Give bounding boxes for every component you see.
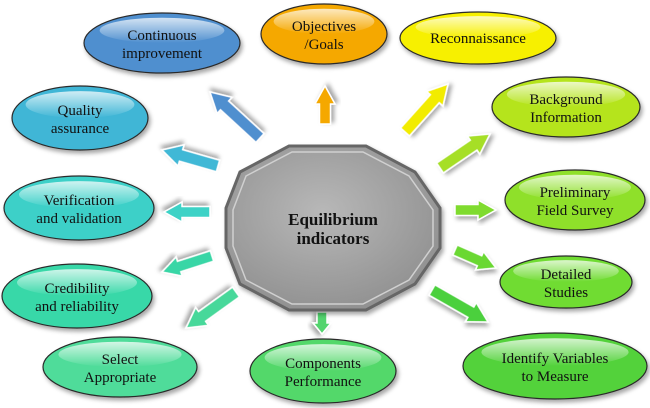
arrow-to-select-appropriate-shape (184, 286, 241, 329)
node-verification-validation: Verification and validation (3, 175, 155, 241)
node-background-information-label-line1: Background (529, 92, 603, 108)
arrow-to-background-information-shape (435, 133, 492, 175)
node-quality-assurance-gloss (25, 91, 135, 118)
arrow-to-credibility-reliability-shape (160, 249, 215, 278)
node-quality-assurance-label-line2: assurance (51, 121, 110, 137)
node-identify-variables-gloss (481, 338, 629, 367)
node-reconnaissance-label-line1: Reconnaissance (430, 31, 526, 47)
node-preliminary-field-survey-label-line1: Preliminary (540, 185, 611, 201)
node-components-performance-label-line1: Components (285, 356, 361, 372)
arrow-to-detailed-studies (451, 243, 498, 271)
node-verification-validation-label-line1: Verification (44, 193, 115, 209)
node-select-appropriate-label-line1: Select (102, 352, 139, 368)
center-label-line2: indicators (297, 229, 370, 248)
arrow-to-select-appropriate (184, 286, 241, 329)
node-detailed-studies-gloss (513, 260, 619, 282)
arrow-to-reconnaissance-shape (399, 82, 450, 138)
arrow-to-identify-variables (427, 283, 490, 323)
center-inner-border (232, 151, 434, 305)
node-objectives-goals: Objectives/Goals (260, 3, 388, 65)
arrow-to-continuous-improvement-shape (208, 90, 266, 144)
node-background-information-label-line2: Information (530, 110, 602, 126)
center-label-line1: Equilibrium (288, 210, 378, 229)
arrow-to-preliminary-field-survey (454, 198, 498, 222)
node-preliminary-field-survey-label-line2: Field Survey (536, 203, 614, 219)
node-credibility-reliability-label-line2: and reliability (35, 299, 119, 315)
center-shape (224, 144, 442, 312)
node-quality-assurance: Quality assurance (11, 85, 149, 151)
node-detailed-studies-label-line2: Studies (544, 285, 588, 301)
center-node (224, 144, 442, 312)
node-continuous-improvement: Continuous improvement (83, 12, 241, 74)
node-verification-validation-label-line2: and validation (36, 211, 122, 227)
node-objectives-goals-label-line1: Objectives (292, 19, 356, 35)
node-components-performance-label-line2: Performance (285, 374, 362, 390)
arrow-to-detailed-studies-shape (451, 243, 498, 271)
node-background-information-gloss (506, 81, 626, 107)
arrow-to-identify-variables-shape (427, 283, 490, 323)
node-identify-variables-label-line1: Identify Variables (502, 351, 609, 367)
arrow-to-objectives-goals (313, 84, 337, 125)
node-reconnaissance: Reconnaissance (399, 11, 557, 65)
arrow-to-verification-validation-shape (162, 200, 211, 224)
arrow-to-components-performance-shape (311, 311, 333, 336)
node-reconnaissance-gloss (415, 16, 541, 38)
node-credibility-reliability-gloss (17, 269, 137, 296)
node-continuous-improvement-label-line1: Continuous (127, 28, 196, 44)
node-detailed-studies-label-line1: Detailed (541, 267, 592, 283)
arrow-to-verification-validation (162, 200, 211, 224)
arrow-to-continuous-improvement (208, 90, 266, 144)
node-select-appropriate-gloss (58, 341, 182, 367)
node-quality-assurance-label-line1: Quality (58, 103, 103, 119)
node-credibility-reliability-label-line1: Credibility (45, 281, 110, 297)
node-select-appropriate-label-line2: Appropriate (84, 370, 157, 386)
node-continuous-improvement-gloss (99, 17, 225, 43)
arrow-to-quality-assurance (160, 143, 221, 173)
node-continuous-improvement-label-line2: improvement (122, 46, 203, 62)
node-components-performance-gloss (264, 344, 382, 371)
arrow-group (160, 82, 498, 336)
node-objectives-goals-gloss (273, 8, 375, 34)
arrow-to-background-information (435, 133, 492, 175)
node-group: Continuous improvement Objectives/Goals Rec… (1, 3, 648, 404)
arrow-to-components-performance (311, 311, 333, 336)
node-verification-validation-gloss (19, 181, 139, 208)
arrow-to-credibility-reliability (160, 249, 215, 278)
node-preliminary-field-survey-gloss (519, 174, 631, 200)
arrow-to-reconnaissance (399, 82, 450, 138)
node-credibility-reliability: Credibility and reliability (1, 263, 153, 329)
arrow-to-preliminary-field-survey-shape (454, 198, 498, 222)
arrow-to-objectives-goals-shape (313, 84, 337, 125)
arrow-to-quality-assurance-shape (160, 143, 221, 173)
node-identify-variables: Identify Variables to Measure (462, 332, 648, 400)
node-identify-variables-label-line2: to Measure (521, 369, 588, 385)
node-objectives-goals-label-line2: /Goals (304, 37, 343, 53)
